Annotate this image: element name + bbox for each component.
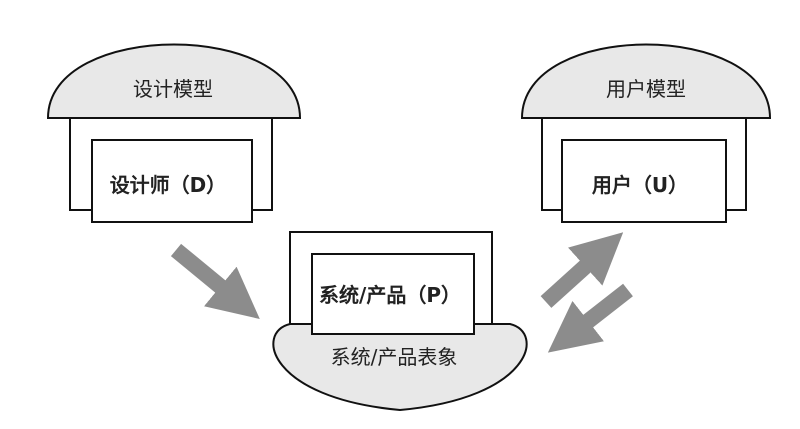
arrow-designer-to-system [170, 243, 260, 320]
designer-model-label: 设计模型 [133, 77, 213, 101]
user-box-label: 用户（U） [592, 173, 688, 197]
designer-box [91, 139, 253, 223]
system-group: 系统/产品（P） 系统/产品表象 [272, 231, 528, 412]
arrow-system-to-user [540, 232, 624, 308]
system-image-cloud [272, 323, 528, 412]
designer-box-label: 设计师（D） [110, 173, 227, 197]
system-box [311, 253, 475, 335]
user-box [561, 139, 727, 223]
system-image-label: 系统/产品表象 [331, 345, 458, 369]
arrow-user-to-system [547, 283, 633, 353]
system-box-label: 系统/产品（P） [319, 283, 461, 307]
designer-model-group: 设计模型 设计师（D） [46, 43, 302, 223]
user-model-label: 用户模型 [606, 77, 686, 101]
user-model-group: 用户模型 用户（U） [520, 43, 772, 223]
user-model-cloud [520, 43, 772, 119]
designer-model-cloud [46, 43, 302, 119]
